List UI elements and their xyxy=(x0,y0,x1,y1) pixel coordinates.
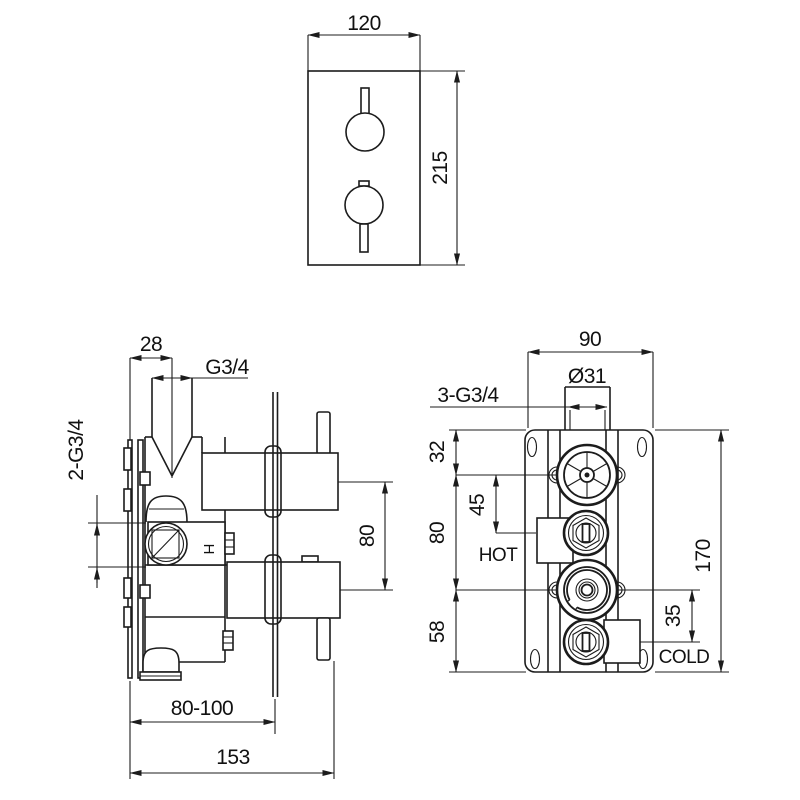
top-inlet-pipe xyxy=(151,358,193,478)
top-handle-knob xyxy=(345,112,385,152)
dim-handle-spacing-side: 80 xyxy=(338,481,393,591)
side-inlet-threads-value: 2-G3/4 xyxy=(65,419,88,481)
front-height-value: 215 xyxy=(429,151,452,185)
port-hot-inlet xyxy=(562,509,610,557)
mount-slot xyxy=(529,648,541,670)
dim-front-width: 120 xyxy=(307,12,421,71)
top-inlet-thread-value: G3/4 xyxy=(205,356,249,379)
dim-port-spacing: 80 xyxy=(426,474,700,591)
body-cleat xyxy=(139,584,151,599)
bottom-handle-side xyxy=(226,554,341,661)
dim-total-depth: 153 xyxy=(129,661,335,779)
label-top-inlet-thread: G3/4 xyxy=(151,356,250,382)
trim-plate-edge xyxy=(272,392,279,697)
dim-cold-port-offset: 35 xyxy=(640,589,700,643)
hot-marker-label: H xyxy=(200,544,217,555)
dim-top-port-offset: 32 xyxy=(426,429,556,476)
wall-to-inlet-value: 28 xyxy=(140,333,162,356)
front-view: 120 215 xyxy=(307,12,465,266)
bottom-handle-stem xyxy=(316,617,331,661)
port-spacing-value: 80 xyxy=(426,522,449,544)
wall-bracket-plate-rear xyxy=(127,439,133,679)
dim-front-height: 215 xyxy=(420,70,465,266)
mount-slot xyxy=(636,436,648,458)
cold-inlet-block xyxy=(603,619,641,664)
thread-spec-value: 3-G3/4 xyxy=(437,384,499,407)
side-stub xyxy=(224,532,235,555)
port-cold-inlet xyxy=(562,618,610,666)
bottom-handle-tab xyxy=(301,555,319,563)
dim-mount-height: 170 xyxy=(655,429,729,673)
front-width-value: 120 xyxy=(347,12,381,35)
body-cleat xyxy=(139,471,151,486)
dim-wall-depth-range: 80-100 xyxy=(129,681,276,734)
mount-height-value: 170 xyxy=(692,539,715,573)
top-handle-cylinder xyxy=(201,452,339,511)
handle-spacing-value: 80 xyxy=(356,525,379,547)
dim-body-width: 90 xyxy=(527,328,654,428)
hot-port-dome xyxy=(145,495,188,523)
top-handle-lever xyxy=(360,87,370,116)
bottom-handle-knob xyxy=(344,185,384,225)
dim-bottom-port-offset: 58 xyxy=(426,589,526,673)
outlet-diameter-value: Ø31 xyxy=(568,365,606,388)
bracket-clip xyxy=(123,577,132,599)
top-handle-stem xyxy=(316,411,331,455)
wall-depth-range-value: 80-100 xyxy=(171,697,233,720)
bracket-clip xyxy=(123,447,132,471)
label-outlet-diameter: Ø31 3-G3/4 xyxy=(430,365,608,411)
hot-label: HOT xyxy=(479,545,519,566)
dim-wall-to-inlet: 28 xyxy=(129,333,173,440)
port-top-outlet xyxy=(548,443,626,507)
body-width-value: 90 xyxy=(579,328,601,351)
hot-port-side: H xyxy=(144,495,235,566)
side-view: H xyxy=(65,333,393,779)
cold-port-offset-value: 35 xyxy=(662,605,685,627)
top-handle-side xyxy=(201,411,339,518)
dim-hot-port-offset: 45 xyxy=(466,474,536,534)
lower-stub xyxy=(222,630,234,651)
hot-port-offset-value: 45 xyxy=(466,494,489,516)
mount-slot xyxy=(526,436,538,458)
bottom-port-offset-value: 58 xyxy=(426,621,449,643)
rear-view: 90 Ø31 3-G3/4 32 45 80 58 xyxy=(426,328,729,673)
cold-label: COLD xyxy=(659,647,710,668)
top-port-offset-value: 32 xyxy=(426,441,449,463)
total-depth-value: 153 xyxy=(216,746,250,769)
bottom-handle-cylinder xyxy=(226,561,341,619)
label-side-inlet-threads: 2-G3/4 xyxy=(65,419,146,588)
bracket-clip xyxy=(123,488,132,512)
top-outlet-pipe xyxy=(564,386,611,430)
bottom-handle-lever xyxy=(359,223,369,253)
bracket-clip xyxy=(123,606,132,628)
bottom-cap xyxy=(139,647,182,681)
